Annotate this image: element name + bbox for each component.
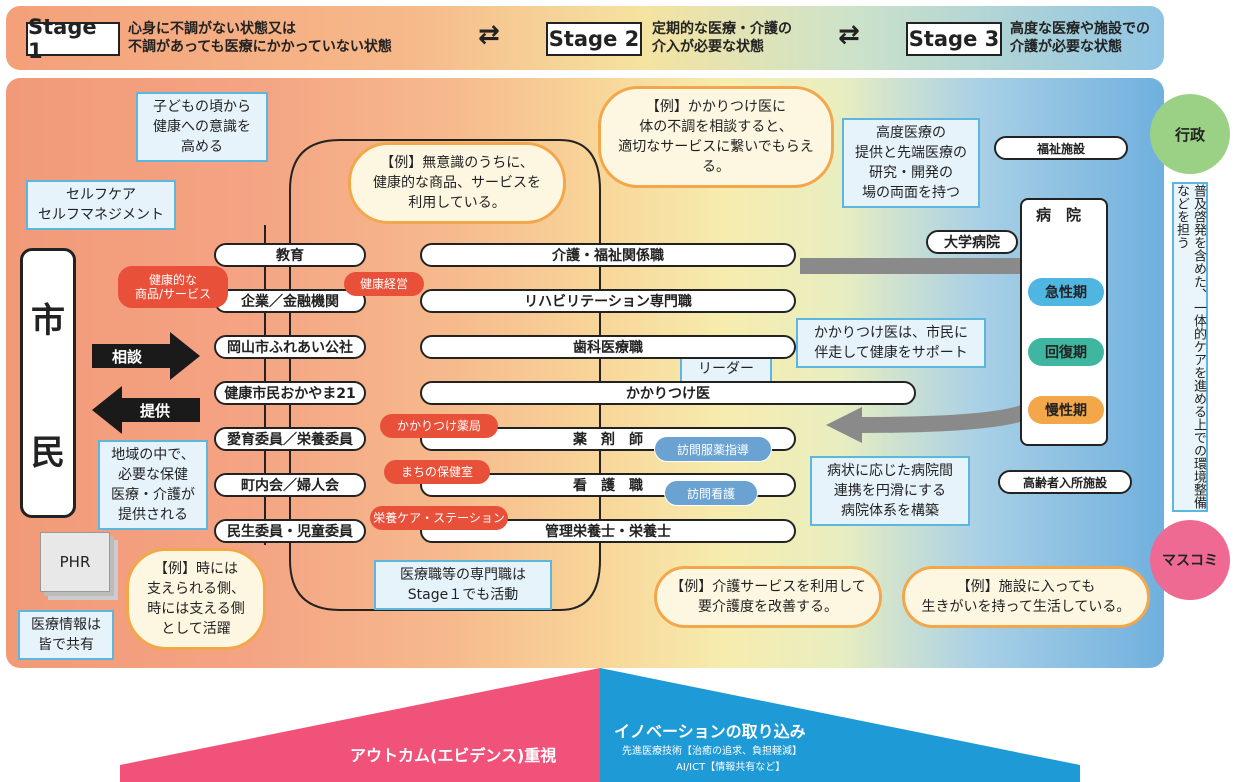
left-item-chonaikai: 町内会／婦人会 — [214, 473, 366, 497]
right-item-rehab: リハビリテーション専門職 — [420, 289, 796, 313]
stage-2-desc: 定期的な医療・介護の 介入が必要な状態 — [652, 20, 832, 56]
childhood-callout: 子どもの頃から 健康への意識を 高める — [136, 92, 268, 162]
stage-2-label: Stage 2 — [546, 22, 642, 56]
consult-arrow-icon — [92, 332, 200, 380]
tag-family-pharmacy: かかりつけ薬局 — [380, 414, 498, 438]
consult-label: 相談 — [112, 348, 143, 366]
media-circle: マスコミ — [1150, 520, 1230, 600]
professionals-callout: 医療職等の専門職は Stage１でも活動 — [374, 560, 552, 610]
hospital-flow-upper — [800, 258, 1048, 282]
care-service-example-cloud: 【例】介護サービスを利用して 要介護度を改善する。 — [654, 566, 882, 628]
recovery-phase: 回復期 — [1028, 338, 1104, 366]
citizen-box: 市 民 — [20, 248, 76, 518]
stage-3-desc: 高度な医療や施設での 介護が必要な状態 — [1010, 20, 1160, 56]
consult-example-cloud: 【例】かかりつけ医に 体の不調を相談すると、 適切なサービスに繋いでもらえる。 — [598, 86, 834, 188]
right-item-dental: 歯科医療職 — [420, 335, 796, 359]
tag-visit-nursing: 訪問看護 — [664, 480, 758, 506]
stage-2-desc-line2: 介入が必要な状態 — [652, 39, 764, 55]
stage-1-desc: 心身に不調がない状態又は 不調があっても医療にかかっていない状態 — [128, 20, 468, 56]
tag-nutrition-station: 栄養ケア・ステーション — [370, 506, 508, 530]
tag-health-management: 健康経営 — [344, 272, 424, 296]
stage-2-desc-line1: 定期的な医療・介護の — [652, 21, 792, 37]
phr-document-icon: PHR — [40, 532, 110, 592]
community-callout: 地域の中で、 必要な保健 医療・介護が 提供される — [98, 440, 208, 530]
stage-1-desc-line1: 心身に不調がない状態又は — [128, 21, 296, 37]
side-vertical-text: 普及啓発を含めた、一体的ケアを進める上での環境整備などを担う — [1174, 184, 1206, 509]
phr-share-callout: 医療情報は 皆で共有 — [18, 610, 114, 660]
swap-arrow-icon: ⇄ — [478, 20, 500, 50]
innovation-tech2: AI/ICT【情報共有など】 — [676, 762, 786, 773]
left-item-minsei: 民生委員・児童委員 — [214, 519, 366, 543]
selfcare-line2: セルフマネジメント — [38, 207, 164, 223]
bottom-right-banner — [600, 668, 1080, 782]
citizen-char-2: 民 — [31, 432, 65, 473]
family-doctor-callout: かかりつけ医は、市民に 伴走して健康をサポート — [796, 318, 986, 368]
university-callout: 高度医療の 提供と先端医療の 研究・開発の 場の両面を持つ — [842, 118, 980, 208]
unconscious-example-cloud: 【例】無意識のうちに、 健康的な商品、サービスを 利用している。 — [348, 142, 566, 224]
stage-3-label: Stage 3 — [906, 22, 1002, 56]
chronic-phase: 慢性期 — [1028, 396, 1104, 424]
swap-arrow-icon: ⇄ — [838, 20, 860, 50]
selfcare-callout: セルフケア セルフマネジメント — [26, 180, 176, 230]
right-item-dietitian: 管理栄養士・栄養士 — [420, 519, 796, 543]
left-item-education: 教育 — [214, 243, 366, 267]
provide-label: 提供 — [140, 402, 171, 420]
facility-example-cloud: 【例】施設に入っても 生きがいを持って生活している。 — [902, 566, 1150, 628]
tag-healthy-products: 健康的な 商品/サービス — [118, 266, 228, 308]
tag-health-room: まちの保健室 — [384, 460, 490, 484]
right-item-family-doctor: かかりつけ医 — [420, 381, 916, 405]
stage-3-desc-line1: 高度な医療や施設での — [1010, 21, 1150, 37]
side-vertical-box: 普及啓発を含めた、一体的ケアを進める上での環境整備などを担う — [1172, 182, 1208, 512]
hospital-flow-lower — [859, 402, 1034, 433]
left-item-companies: 企業／金融機関 — [214, 289, 366, 313]
welfare-facility: 福祉施設 — [994, 136, 1128, 160]
phr-label: PHR — [59, 553, 91, 571]
left-item-aiiku: 愛育委員／栄養委員 — [214, 427, 366, 451]
citizen-char-1: 市 — [31, 300, 65, 341]
admin-circle: 行政 — [1150, 94, 1230, 174]
stage-3-desc-line2: 介護が必要な状態 — [1010, 39, 1122, 55]
university-hospital: 大学病院 — [926, 230, 1018, 254]
right-item-care-welfare: 介護・福祉関係職 — [420, 243, 796, 267]
acute-phase: 急性期 — [1028, 278, 1104, 306]
hospital-title: 病 院 — [1036, 206, 1082, 224]
elderly-facility: 高齢者入所施設 — [998, 470, 1132, 494]
provide-arrow-icon — [92, 386, 200, 434]
tag-visit-pharma: 訪問服薬指導 — [654, 436, 772, 462]
selfcare-line1: セルフケア — [66, 187, 136, 203]
left-item-fureai: 岡山市ふれあい公社 — [214, 335, 366, 359]
hospital-flow-arrowhead — [826, 407, 862, 443]
innovation-label: イノベーションの取り込み — [614, 722, 806, 741]
left-item-kenko21: 健康市民おかやま21 — [214, 381, 366, 405]
hospital-link-callout: 病状に応じた病院間 連携を円滑にする 病院体系を構築 — [810, 456, 970, 526]
innovation-tech1: 先進医療技術【治癒の追求、負担軽減】 — [622, 746, 802, 757]
stage-1-desc-line2: 不調があっても医療にかかっていない状態 — [128, 39, 392, 55]
support-example-cloud: 【例】時には 支えられる側、 時には支える側 として活躍 — [126, 548, 266, 650]
outcome-label: アウトカム(エビデンス)重視 — [350, 746, 557, 765]
bottom-left-banner — [120, 668, 600, 782]
